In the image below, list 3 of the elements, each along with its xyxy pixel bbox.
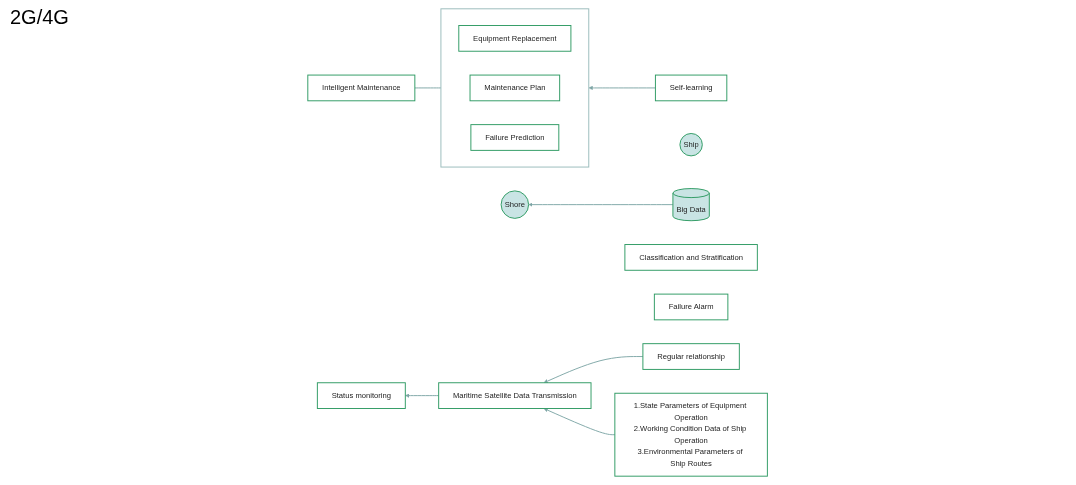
network-label: 2G/4G [10,6,69,29]
cluster [440,8,590,168]
connector [414,87,442,89]
